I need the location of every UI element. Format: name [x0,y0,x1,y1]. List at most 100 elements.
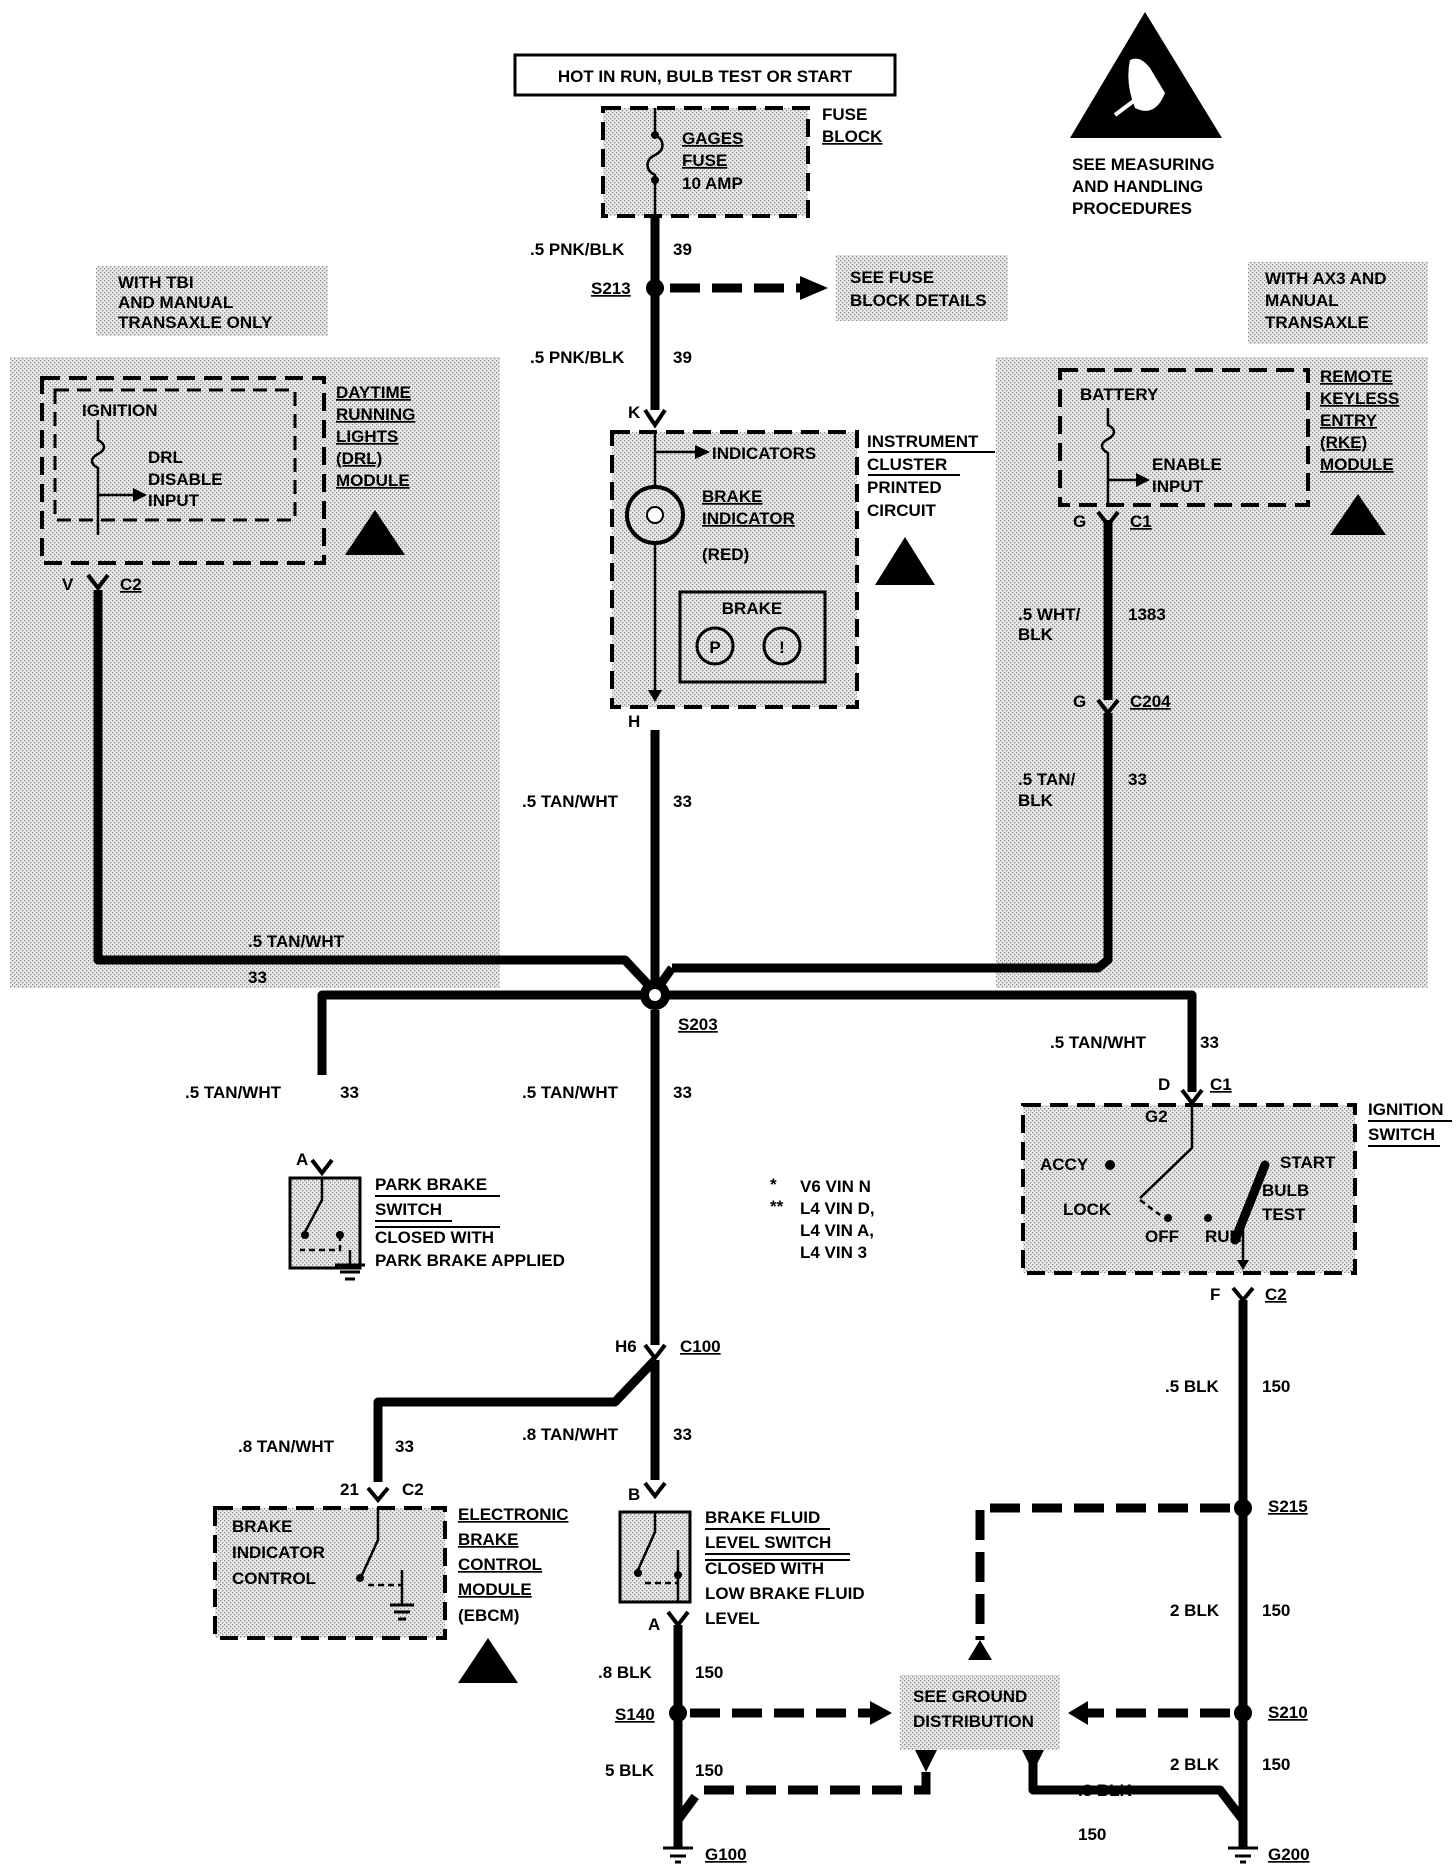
power-source-label: HOT IN RUN, BULB TEST OR START [513,53,897,97]
c100-pin: H6 [615,1337,637,1356]
cluster-pin-h: H [628,712,640,731]
svg-text:FUSE: FUSE [682,151,727,170]
svg-text:HOT IN RUN, BULB TEST OR START: HOT IN RUN, BULB TEST OR START [558,67,853,86]
g100-ground-icon [663,1846,693,1864]
svg-text:A: A [296,1150,308,1169]
esd-warning-icon [1070,12,1222,138]
c100-label: C100 [680,1337,721,1356]
svg-text:*: * [770,1175,777,1194]
wire-w17-circuit: 150 [1078,1825,1106,1844]
g100-ground-arrow-icon [915,1750,937,1772]
wire-w10-circuit: 33 [395,1437,414,1456]
svg-text:START: START [1280,1153,1336,1172]
wire-w14-circuit: 150 [695,1663,723,1682]
svg-text:INDICATOR: INDICATOR [702,509,795,528]
svg-text:RUNNING: RUNNING [336,405,415,424]
wire-w10-gauge: .8 TAN/WHT [238,1437,335,1456]
svg-text:**: ** [770,1197,784,1216]
wire-w13-gauge: 2 BLK [1170,1601,1220,1620]
svg-text:G: G [1073,512,1086,531]
svg-text:CLOSED WITH: CLOSED WITH [375,1228,494,1247]
svg-text:BLOCK DETAILS: BLOCK DETAILS [850,291,987,310]
svg-text:B: B [628,1485,640,1504]
ebcm-ground-icon [390,1603,414,1621]
splice-s140-label: S140 [615,1705,655,1724]
s210-ground-arrow-icon [1068,1701,1088,1725]
svg-text:L4 VIN A,: L4 VIN A, [800,1221,874,1240]
splice-s210 [1234,1704,1252,1722]
svg-text:(DRL): (DRL) [336,449,382,468]
svg-text:CLOSED WITH: CLOSED WITH [705,1559,824,1578]
wire-w17-gauge: .8 BLK [1078,1781,1133,1800]
svg-text:FUSE: FUSE [822,105,867,124]
wire-w11-circuit: 33 [673,1425,692,1444]
esd-note-line1: SEE MEASURING [1072,155,1215,174]
brake-lamp-display [678,590,827,684]
svg-text:LOCK: LOCK [1063,1200,1112,1219]
svg-text:G2: G2 [1145,1107,1168,1126]
fuse-details-note: SEE FUSE BLOCK DETAILS [836,255,1008,321]
wire-w15-circuit: 150 [695,1761,723,1780]
svg-text:L4 VIN 3: L4 VIN 3 [800,1243,867,1262]
svg-text:INPUT: INPUT [1152,477,1204,496]
esd-note-line2: AND HANDLING [1072,177,1203,196]
wire-w4-gauge: .5 WHT/ [1018,605,1081,624]
wire-w4-gauge2: BLK [1018,625,1054,644]
wire-w16-gauge: 2 BLK [1170,1755,1220,1774]
svg-text:LEVEL: LEVEL [705,1609,760,1628]
drl-esd-icon [345,510,405,555]
svg-text:C1: C1 [1130,512,1152,531]
svg-text:GAGES: GAGES [682,129,743,148]
svg-text:IGNITION: IGNITION [82,401,158,420]
svg-text:21: 21 [340,1480,359,1499]
c204-label: C204 [1130,692,1171,711]
option-legend: * ** V6 VIN N L4 VIN D, L4 VIN A, L4 VIN… [770,1175,875,1262]
svg-text:(RED): (RED) [702,545,749,564]
svg-text:MODULE: MODULE [1320,455,1394,474]
g200-ground-icon [1228,1846,1258,1864]
svg-text:BATTERY: BATTERY [1080,385,1159,404]
s215-ground-dash [975,1503,1230,1640]
wire-w4-circuit: 1383 [1128,605,1166,624]
park-ground-icon [335,1263,365,1281]
svg-text:V: V [62,575,74,594]
splice-s213-label: S213 [591,279,631,298]
svg-text:CIRCUIT: CIRCUIT [867,501,937,520]
ignition-switch: D C1 G2 ACCY LOCK OFF RUN START BULB TES… [1021,1075,1452,1304]
wire-w2-gauge: .5 PNK/BLK [530,348,625,367]
wire-w3-circuit: 33 [673,792,692,811]
svg-text:TEST: TEST [1262,1205,1306,1224]
svg-text:WITH TBI: WITH TBI [118,273,194,292]
svg-text:LOW BRAKE FLUID: LOW BRAKE FLUID [705,1584,865,1603]
wire-33-drl [93,590,659,996]
svg-text:CONTROL: CONTROL [458,1555,542,1574]
cluster-pin-k: K [628,403,641,422]
svg-text:C1: C1 [1210,1075,1232,1094]
ebcm-module: 21 C2 BRAKE INDICATOR CONTROL ELECTRONIC… [213,1480,569,1683]
svg-text:D: D [1158,1075,1170,1094]
svg-text:L4 VIN D,: L4 VIN D, [800,1199,875,1218]
wire-w14-gauge: .8 BLK [598,1663,653,1682]
ebcm-esd-icon [458,1638,518,1683]
wire-w6-gauge: .5 TAN/WHT [248,932,345,951]
wire-w7-circuit: 33 [340,1083,359,1102]
rke-esd-icon [1330,494,1386,535]
svg-text:BRAKE: BRAKE [232,1517,292,1536]
svg-text:PRINTED: PRINTED [867,478,942,497]
wire-w5-gauge2: BLK [1018,791,1054,810]
svg-text:F: F [1210,1285,1220,1304]
g100-ground-dash [674,1772,931,1823]
instrument-cluster: K INDICATORS BRAKE INDICATOR (RED) BRAKE… [610,403,995,731]
svg-text:REMOTE: REMOTE [1320,367,1393,386]
svg-text:BRAKE FLUID: BRAKE FLUID [705,1508,820,1527]
c100-connector-icon [643,1343,667,1362]
g100-label: G100 [705,1845,747,1864]
svg-text:WITH AX3 AND: WITH AX3 AND [1265,269,1387,288]
fuse-details-arrow-icon [800,276,828,300]
splice-s215 [1234,1499,1252,1517]
splice-s213 [646,279,664,297]
splice-s203-center [649,989,661,1001]
svg-text:A: A [648,1615,660,1634]
wire-w5-gauge: .5 TAN/ [1018,770,1076,789]
svg-text:DRL: DRL [148,448,183,467]
